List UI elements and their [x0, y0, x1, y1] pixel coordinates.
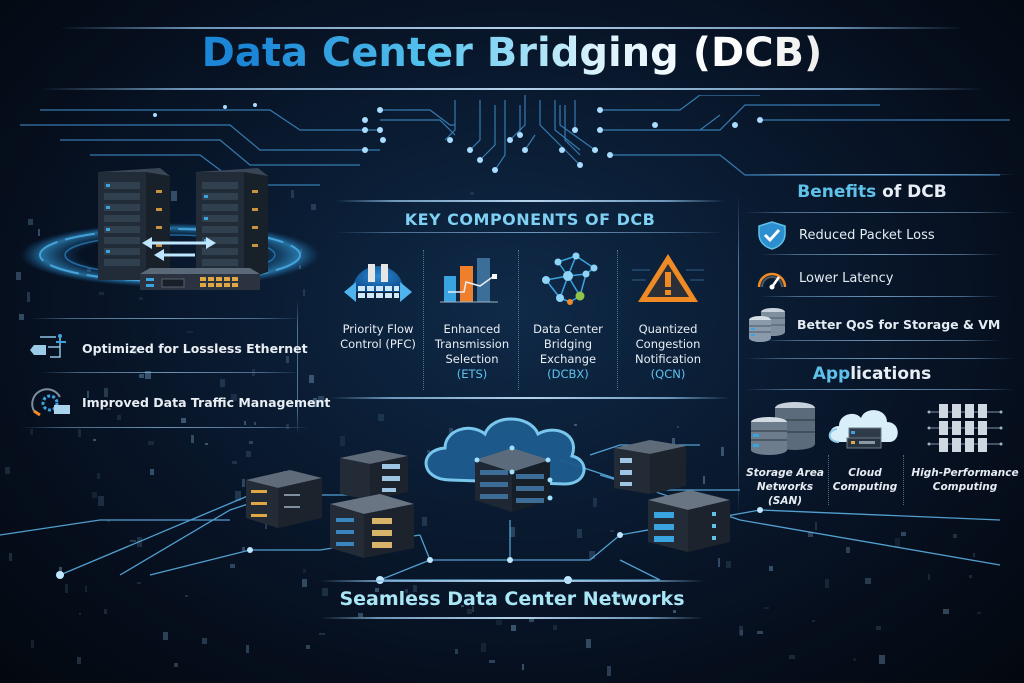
- pause-flow-icon: [344, 264, 412, 302]
- lossless-ethernet-icon: [30, 334, 66, 358]
- network-scene-graphic: [0, 417, 1001, 584]
- feature-label: Optimized for Lossless Ethernet: [82, 340, 308, 356]
- benefits-divider: [760, 296, 1000, 297]
- applications-separator: [828, 455, 829, 505]
- footer-caption: Seamless Data Center Networks: [339, 588, 685, 610]
- benefits-title-divider: [745, 212, 1015, 213]
- component-pfc: Priority Flow Control (PFC): [334, 250, 422, 352]
- application-label: Cloud Computing: [832, 467, 898, 493]
- right-panel-left-border: [738, 195, 739, 515]
- applications-title-highlight: App: [812, 364, 851, 384]
- benefit-item: Better QoS for Storage & VM: [747, 306, 1000, 342]
- warning-icon: [632, 254, 704, 302]
- left-panel-bottom-border: [20, 427, 310, 428]
- benefit-item: Lower Latency: [755, 263, 893, 293]
- benefits-top-border: [745, 174, 1015, 175]
- footer-bottom-border: [320, 617, 704, 619]
- benefits-bottom-border: [760, 340, 1000, 341]
- network-graph-icon: [542, 252, 598, 305]
- component-abbr: (QCN): [650, 367, 686, 381]
- components-separator: [617, 250, 618, 390]
- application-label: Storage Area Networks (SAN): [746, 467, 824, 507]
- applications-title-divider: [745, 389, 1015, 390]
- footer-top-border: [320, 580, 704, 582]
- benefit-label: Lower Latency: [799, 270, 894, 286]
- benefit-label: Reduced Packet Loss: [799, 227, 935, 243]
- feature-lossless-ethernet: Optimized for Lossless Ethernet: [30, 333, 308, 363]
- application-hpc: High-Performance Computing: [910, 400, 1020, 494]
- applications-title: Applications: [752, 364, 992, 384]
- benefits-title: Benefits of DCB: [752, 182, 992, 202]
- component-ets: Enhanced Transmission Selection (ETS): [428, 250, 516, 382]
- component-dcbx: Data Center Bridging Exchange (DCBX): [524, 250, 612, 382]
- components-title: KEY COMPONENTS OF DCB: [404, 210, 656, 229]
- application-cloud: Cloud Computing: [822, 400, 908, 494]
- components-separator: [423, 250, 424, 390]
- applications-title-rest: lications: [850, 364, 932, 384]
- cloud-icon: [828, 410, 898, 449]
- applications-top-border: [745, 358, 1015, 359]
- component-name: Priority Flow Control (PFC): [340, 322, 416, 351]
- left-panel-top-border: [30, 318, 300, 319]
- shield-check-icon: [758, 221, 786, 250]
- speedometer-icon: [757, 272, 787, 290]
- left-panel-right-border: [297, 300, 298, 435]
- component-name: Quantized Congestion Notification: [635, 322, 701, 366]
- component-abbr: (ETS): [456, 367, 488, 381]
- benefits-title-highlight: Benefits: [797, 182, 877, 202]
- component-qcn: Quantized Congestion Notification (QCN): [624, 250, 712, 382]
- server-grid-icon: [927, 404, 1003, 452]
- component-name: Data Center Bridging Exchange: [533, 322, 603, 366]
- applications-separator: [903, 455, 904, 505]
- components-separator: [518, 250, 519, 390]
- database-icon: [749, 308, 785, 342]
- storage-icon: [751, 402, 815, 455]
- application-san: Storage Area Networks (SAN): [742, 400, 828, 508]
- circuit-traces-graphic: [20, 95, 1010, 186]
- components-title-divider: [335, 232, 725, 233]
- benefits-title-rest: of DCB: [876, 182, 947, 202]
- components-bottom-border: [330, 397, 730, 399]
- left-panel-divider: [40, 372, 300, 373]
- benefits-divider: [760, 254, 1000, 255]
- title-bottom-border: [40, 88, 984, 90]
- application-label: High-Performance Computing: [911, 467, 1019, 493]
- benefit-label: Better QoS for Storage & VM: [797, 316, 1001, 332]
- benefit-item: Reduced Packet Loss: [755, 220, 935, 250]
- feature-traffic-management: Improved Data Traffic Management: [30, 387, 330, 417]
- feature-label: Improved Data Traffic Management: [82, 394, 331, 410]
- bar-chart-icon: [440, 258, 498, 303]
- component-abbr: (DCBX): [547, 367, 589, 381]
- title-top-border: [60, 27, 964, 29]
- components-top-border: [335, 200, 725, 202]
- traffic-gauge-icon: [31, 388, 70, 417]
- component-name: Enhanced Transmission Selection: [434, 322, 510, 366]
- server-racks-graphic: [20, 168, 320, 290]
- page-title: Data Center Bridging (DCB): [0, 30, 1024, 76]
- server-box: [246, 470, 322, 528]
